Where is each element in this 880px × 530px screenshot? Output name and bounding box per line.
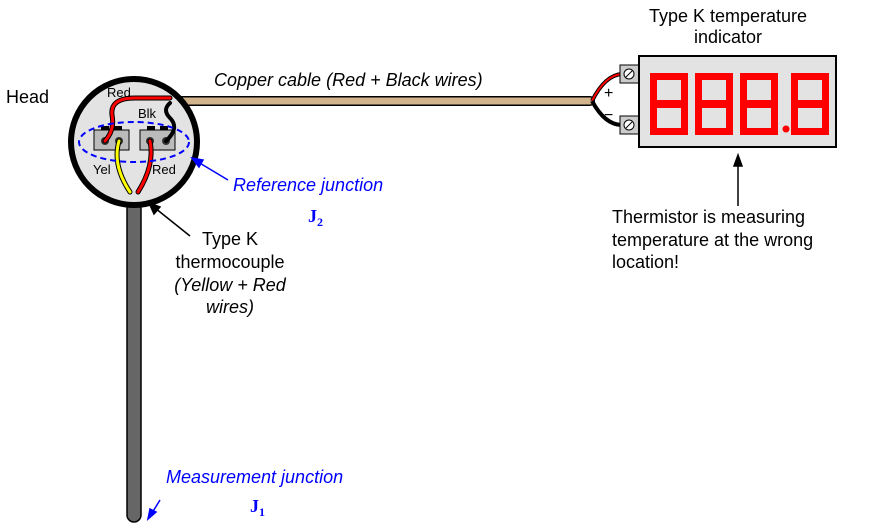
wire-label-red-bottom: Red <box>152 162 176 177</box>
head-wires <box>102 95 177 195</box>
j2-label: J2 <box>308 206 323 229</box>
thermocouple-label-1: Type K <box>202 229 258 249</box>
reference-junction-label: Reference junction <box>233 175 383 195</box>
thermocouple-label-3: (Yellow + Red <box>174 275 287 295</box>
indicator-title-2: indicator <box>694 27 762 47</box>
digit-4 <box>791 73 829 135</box>
digit-2 <box>695 73 733 135</box>
thermocouple-label-4: wires) <box>206 297 254 317</box>
indicator-title-1: Type K temperature <box>649 6 807 26</box>
wire-label-yel: Yel <box>93 162 111 177</box>
thermocouple-probe <box>126 189 142 523</box>
j1-label: J1 <box>250 496 265 519</box>
thermistor-note-3: location! <box>612 252 679 272</box>
thermocouple-label-2: thermocouple <box>175 252 284 272</box>
decimal-point <box>782 125 790 133</box>
measurement-junction-label: Measurement junction <box>166 467 343 487</box>
wire-label-red-top: Red <box>107 85 131 100</box>
thermistor-note-2: temperature at the wrong <box>612 230 813 250</box>
head-label: Head <box>6 87 49 107</box>
digit-1 <box>650 73 688 135</box>
wire-label-blk: Blk <box>138 106 157 121</box>
cable-label: Copper cable (Red + Black wires) <box>214 70 483 90</box>
minus-sign: − <box>604 107 613 124</box>
digit-3 <box>740 73 778 135</box>
plus-sign: + <box>604 85 613 102</box>
thermistor-note-1: Thermistor is measuring <box>612 207 805 227</box>
reference-junction-ellipse <box>78 121 190 163</box>
seven-segment-display <box>650 73 829 135</box>
